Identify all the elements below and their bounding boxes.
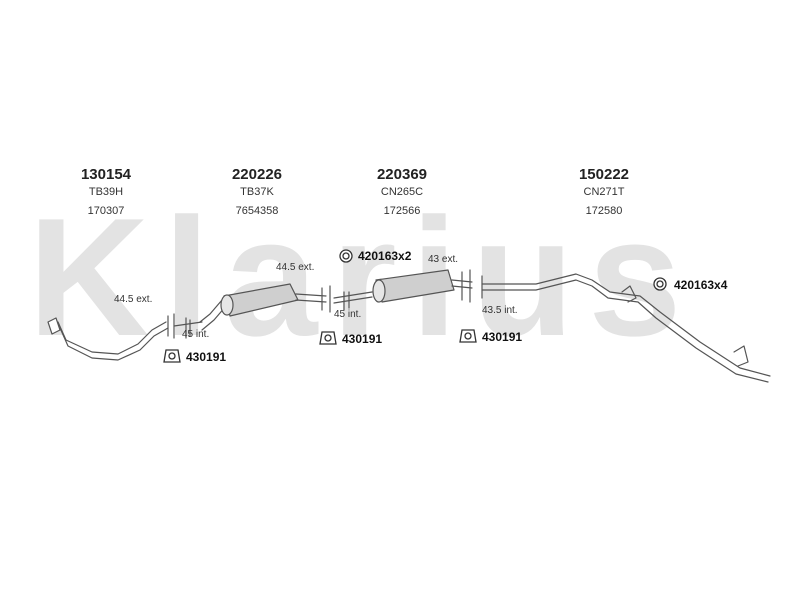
joint-3-int-note: 43.5 int.	[482, 305, 518, 316]
part-number-centre-silencer: 220226	[231, 166, 283, 183]
part-code-tail-pipe: CN271T	[583, 186, 625, 198]
joint-3-ext-note: 43 ext.	[428, 254, 459, 265]
joint-1-int-note: 45 int.	[182, 329, 210, 340]
ring-label-tail: 420163x4	[674, 278, 728, 292]
rear-silencer	[375, 269, 455, 303]
joint-2-int-note: 45 int.	[334, 309, 362, 320]
part-ref-rear-silencer: 172566	[383, 205, 421, 217]
clamp-label-front: 430191	[186, 350, 227, 364]
part-code-front-pipe: TB39H	[88, 186, 124, 198]
tail-pipe	[481, 273, 771, 377]
part-code-centre-silencer: TB37K	[240, 186, 274, 198]
front-pipe	[49, 321, 167, 355]
part-number-rear-silencer: 220369	[376, 166, 428, 183]
brand-watermark: Klarius	[28, 212, 696, 342]
clamp-label-rear: 430191	[482, 330, 523, 344]
part-ref-tail-pipe: 172580	[585, 205, 623, 217]
part-ref-front-pipe: 170307	[87, 205, 125, 217]
joint-1-ext-note: 44.5 ext.	[114, 294, 153, 305]
clamp-label-middle: 430191	[342, 332, 383, 346]
centre-silencer	[223, 283, 299, 317]
part-ref-centre-silencer: 7654358	[235, 205, 279, 217]
ring-label-middle: 420163x2	[358, 249, 412, 263]
part-code-rear-silencer: CN265C	[380, 186, 424, 198]
part-number-tail-pipe: 150222	[578, 166, 630, 183]
part-number-front-pipe: 130154	[80, 166, 132, 183]
joint-2-ext-note: 44.5 ext.	[276, 262, 315, 273]
